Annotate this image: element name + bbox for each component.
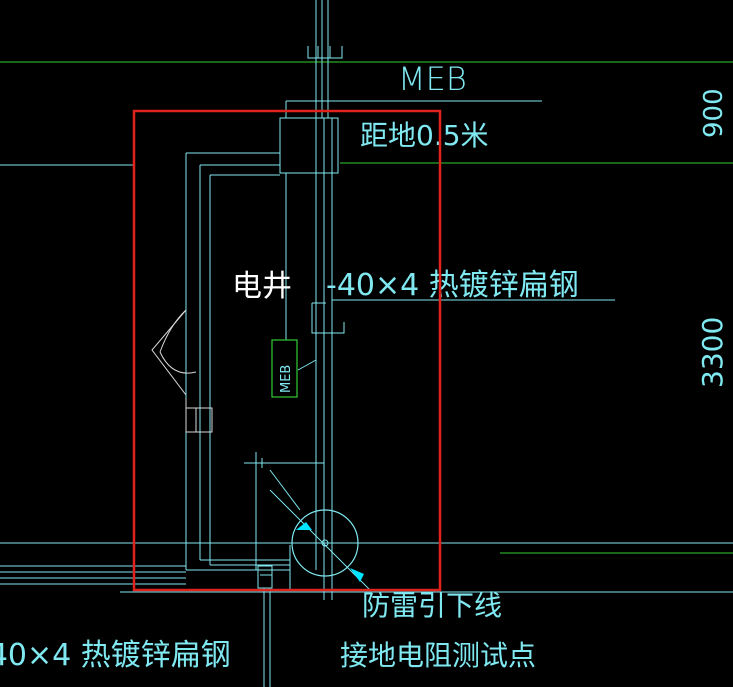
shaft-walls: [185, 117, 345, 687]
reference-lines-cyan: [0, 164, 733, 544]
downlead-label: 防雷引下线: [362, 589, 502, 622]
reference-lines: [0, 61, 733, 554]
shaft-label: 电井: [232, 269, 292, 304]
test-point-label: 接地电阻测试点: [340, 639, 536, 672]
door-swing: [151, 309, 213, 433]
arrow-upper: [296, 522, 312, 530]
dimension-3300: 3300: [696, 317, 729, 388]
highlight-box: [132, 109, 442, 592]
flat-steel-bundle: [0, 565, 733, 593]
height-note-label: 距地0.5米: [360, 119, 489, 152]
dimension-900: 900: [699, 88, 729, 138]
test-point-symbol: [269, 489, 371, 591]
arrow-lower: [350, 568, 364, 582]
meb-box: MEB: [271, 339, 298, 398]
steel-right-label: -40×4 热镀锌扁钢: [326, 268, 579, 303]
meb-top-label: MEB: [398, 60, 467, 98]
meb-box-label: MEB: [279, 365, 294, 393]
steel-bottom-label: -40×4 热镀锌扁钢: [0, 638, 231, 673]
riser-lines: [285, 0, 542, 118]
